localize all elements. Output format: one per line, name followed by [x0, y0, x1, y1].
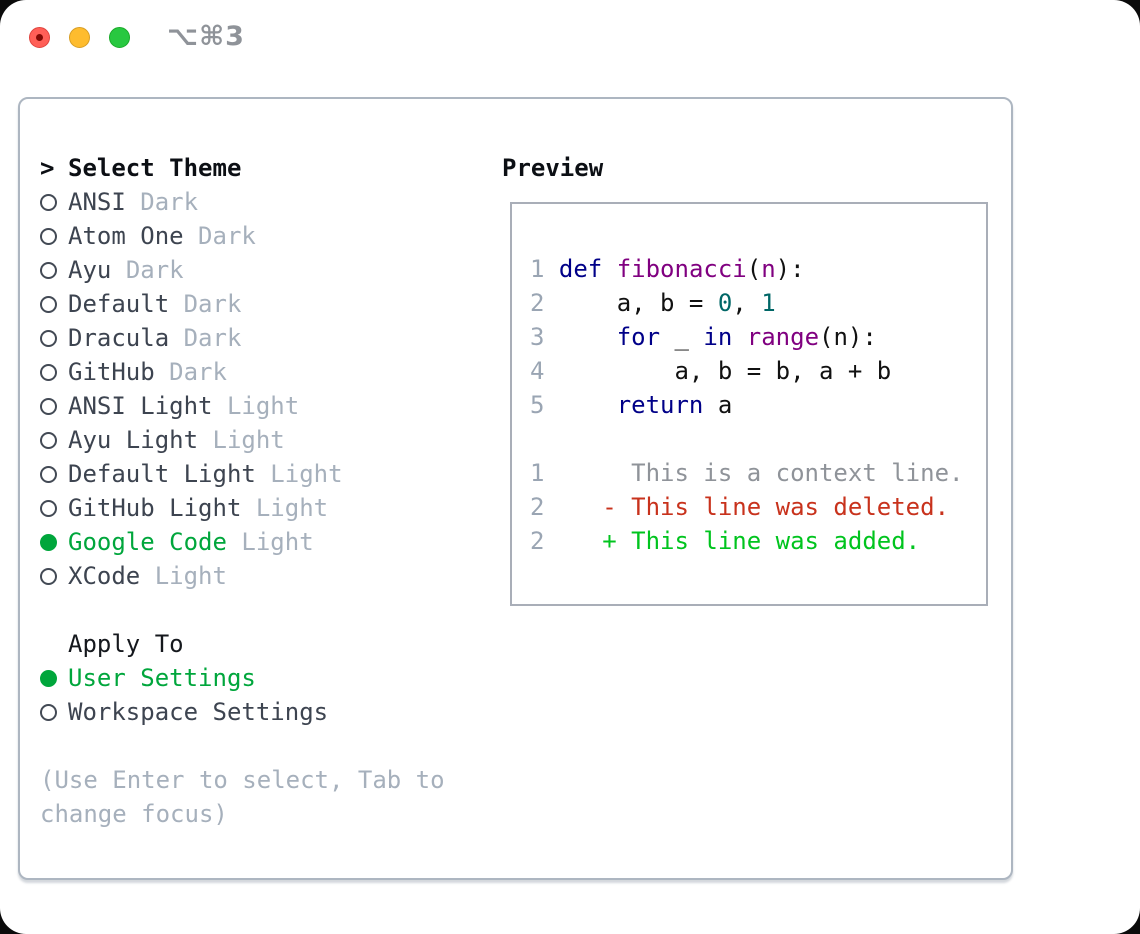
radio-selected-icon — [40, 533, 57, 551]
line-number: 2 — [530, 493, 545, 521]
theme-option[interactable]: ANSI Dark — [40, 185, 484, 219]
theme-option[interactable]: ANSI Light Light — [40, 389, 484, 423]
line-number: 2 — [530, 289, 545, 317]
radio-icon — [40, 567, 57, 585]
radio-icon — [40, 397, 57, 415]
line-number: 5 — [530, 391, 545, 419]
line-number: 4 — [530, 357, 545, 385]
select-theme-title: Select Theme — [68, 154, 242, 182]
theme-list: > Select Theme ANSI Dark Atom One Dark A… — [40, 151, 484, 831]
line-number: 2 — [530, 527, 545, 555]
theme-dialog-panel: > Select Theme ANSI Dark Atom One Dark A… — [18, 97, 1013, 880]
line-number: 3 — [530, 323, 545, 351]
code-line — [530, 422, 986, 456]
diff-line: 2 - This line was deleted. — [530, 490, 986, 524]
window-title: ⌥⌘3 — [167, 21, 245, 52]
theme-option[interactable]: Atom One Dark — [40, 219, 484, 253]
minimize-button[interactable] — [69, 27, 90, 48]
theme-option[interactable]: Default Light Light — [40, 457, 484, 491]
radio-icon — [40, 295, 57, 313]
code-line: 5 return a — [530, 388, 986, 422]
radio-icon — [40, 227, 57, 245]
radio-icon — [40, 193, 57, 211]
code-line: 4 a, b = b, a + b — [530, 354, 986, 388]
line-number: 1 — [530, 459, 545, 487]
theme-option[interactable]: Ayu Dark — [40, 253, 484, 287]
radio-icon — [40, 261, 57, 279]
radio-selected-icon — [40, 669, 57, 687]
theme-option[interactable]: Ayu Light Light — [40, 423, 484, 457]
theme-option[interactable]: Google Code Light — [40, 525, 484, 559]
radio-icon — [40, 703, 57, 721]
radio-icon — [40, 499, 57, 517]
line-number: 1 — [530, 255, 545, 283]
theme-option[interactable]: GitHub Light Light — [40, 491, 484, 525]
apply-to-header: Apply To — [40, 627, 484, 661]
apply-to-title: Apply To — [68, 630, 184, 658]
radio-icon — [40, 363, 57, 381]
diff-line: 1 This is a context line. — [530, 456, 986, 490]
close-button[interactable] — [29, 27, 50, 48]
theme-option[interactable]: Default Dark — [40, 287, 484, 321]
radio-icon — [40, 431, 57, 449]
apply-to-option[interactable]: Workspace Settings — [40, 695, 484, 729]
focus-caret-icon: > — [40, 154, 55, 182]
titlebar: ⌥⌘3 — [0, 0, 1140, 75]
keyboard-hint: (Use Enter to select, Tab to change focu… — [40, 766, 445, 828]
select-theme-header: > Select Theme — [40, 151, 484, 185]
theme-option[interactable]: GitHub Dark — [40, 355, 484, 389]
diff-line: 2 + This line was added. — [530, 524, 986, 558]
radio-icon — [40, 329, 57, 347]
radio-icon — [40, 465, 57, 483]
code-line: 2 a, b = 0, 1 — [530, 286, 986, 320]
theme-option[interactable]: XCode Light — [40, 559, 484, 593]
zoom-button[interactable] — [109, 27, 130, 48]
apply-to-option[interactable]: User Settings — [40, 661, 484, 695]
preview-title: Preview — [502, 154, 604, 182]
code-line: 3 for _ in range(n): — [530, 320, 986, 354]
theme-option[interactable]: Dracula Dark — [40, 321, 484, 355]
